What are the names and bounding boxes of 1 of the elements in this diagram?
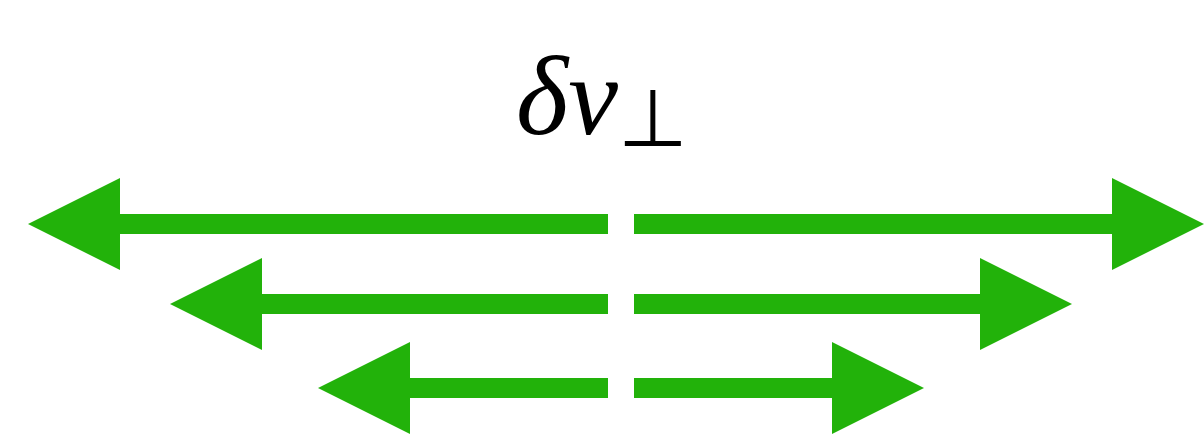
velocity-label: δv$_{⊥}$: [516, 34, 688, 158]
